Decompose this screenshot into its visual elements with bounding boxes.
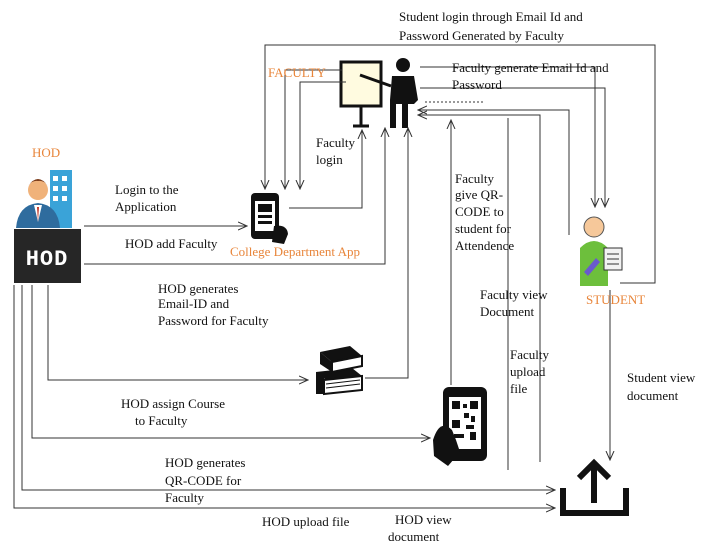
- label-hod-qr-2: QR-CODE for: [165, 473, 242, 488]
- label-faculty-generate-2: Password: [452, 77, 502, 92]
- hod-person-icon: [16, 170, 72, 228]
- edge-hod-add-faculty: [84, 128, 385, 265]
- label-hod-view-2: document: [388, 529, 440, 543]
- label-qr-1: Faculty: [455, 171, 494, 186]
- label-app: College Department App: [230, 244, 360, 259]
- edge-hod-qr: [21, 285, 555, 490]
- label-faculty-view-1: Faculty view: [480, 287, 548, 302]
- label-hod-add-faculty: HOD add Faculty: [125, 236, 218, 251]
- books-icon: [316, 346, 363, 396]
- label-faculty-upload-3: file: [510, 381, 528, 396]
- label-student: STUDENT: [586, 292, 645, 307]
- label-student-view-2: document: [627, 388, 679, 403]
- edge-hod-upload: [13, 285, 555, 508]
- label-qr-5: Attendence: [455, 238, 514, 253]
- label-hod-assign-1: HOD assign Course: [121, 396, 225, 411]
- label-hod-upload: HOD upload file: [262, 514, 350, 529]
- label-qr-2: give QR-: [455, 187, 503, 202]
- label-student-view-1: Student view: [627, 370, 696, 385]
- edge-faculty-login: [289, 130, 362, 209]
- upload-icon: [560, 458, 629, 516]
- label-faculty-view-2: Document: [480, 304, 535, 319]
- label-faculty: FACULTY: [268, 65, 326, 80]
- label-student-login-2: Password Generated by Faculty: [399, 28, 564, 43]
- hod-logo-icon: HOD: [14, 229, 81, 283]
- edge-faculty-app-2: [300, 81, 346, 189]
- student-icon: [580, 216, 623, 286]
- hod-logo-text: HOD: [26, 247, 69, 272]
- label-hod-qr-1: HOD generates: [165, 455, 246, 470]
- label-student-login-1: Student login through Email Id and: [399, 9, 583, 24]
- label-faculty-login-2: login: [316, 152, 343, 167]
- qr-phone-icon: [433, 387, 487, 466]
- label-hod-gen-1: HOD generates: [158, 281, 239, 296]
- label-hod-gen-2: Email-ID and: [158, 296, 230, 311]
- label-faculty-upload-1: Faculty: [510, 347, 549, 362]
- label-hod-login-2: Application: [115, 199, 177, 214]
- edge-books-faculty: [365, 128, 408, 379]
- label-hod-assign-2: to Faculty: [135, 413, 188, 428]
- edge-upload-faculty: [418, 115, 541, 462]
- label-hod-login-1: Login to the: [115, 182, 179, 197]
- label-qr-3: CODE to: [455, 204, 504, 219]
- label-faculty-generate-1: Faculty generate Email Id and: [452, 60, 609, 75]
- label-hod-gen-3: Password for Faculty: [158, 313, 269, 328]
- edge-hod-books: [47, 285, 308, 380]
- edge-faculty-app-1: [285, 69, 342, 189]
- mobile-app-icon: [251, 193, 288, 244]
- edge-student-faculty: [418, 110, 570, 235]
- edge-student-login: [265, 44, 656, 284]
- label-faculty-upload-2: upload: [510, 364, 546, 379]
- label-hod-qr-3: Faculty: [165, 490, 204, 505]
- label-hod: HOD: [32, 145, 60, 160]
- label-hod-view-1: HOD view: [395, 512, 452, 527]
- faculty-teacher-icon: [339, 58, 418, 128]
- label-faculty-login-1: Faculty: [316, 135, 355, 150]
- edge-faculty-generate: [420, 66, 595, 207]
- label-qr-4: student for: [455, 221, 512, 236]
- edge-faculty-generate-2: [420, 87, 605, 207]
- edge-hod-assign: [31, 285, 430, 438]
